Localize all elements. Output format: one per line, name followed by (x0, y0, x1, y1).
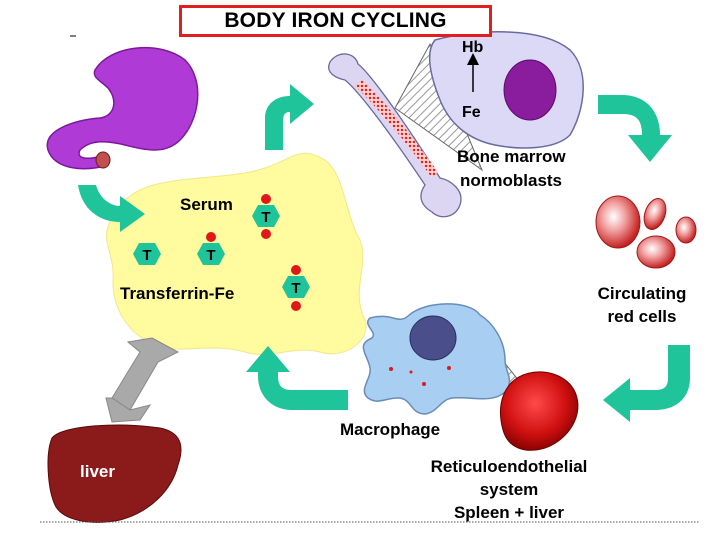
macrophage-label: Macrophage (340, 420, 440, 439)
transferrin-4: T (282, 265, 310, 311)
transferrin-1: T (252, 194, 280, 239)
hb-label: Hb (462, 39, 484, 56)
transferrin-symbol: T (291, 280, 300, 297)
red-cells (595, 195, 697, 269)
arrow-marrow-to-blood (598, 95, 672, 162)
macrophage-iron-particles (389, 366, 451, 386)
red-cell (675, 216, 697, 244)
transferrin-symbol: T (206, 247, 215, 264)
title-box: BODY IRON CYCLING (179, 5, 492, 37)
liver-label: liver (80, 462, 115, 481)
transferrin-2: T (133, 243, 161, 265)
normoblast-nucleus (503, 59, 557, 121)
bone-marrow-streak (355, 80, 438, 178)
stomach-shape (46, 47, 199, 170)
bone-marrow-label-line1: Bone marrow (457, 147, 566, 166)
transferrin-symbol: T (142, 247, 151, 264)
re-label-line1: Reticuloendothelial (431, 457, 588, 476)
bone (328, 53, 462, 218)
arrow-blood-to-re (603, 345, 690, 422)
arrow-serum-to-marrow (265, 84, 314, 150)
macrophage-nucleus (409, 315, 457, 361)
arrow-serum-liver (105, 337, 180, 423)
diagram-title: BODY IRON CYCLING (224, 9, 447, 32)
spleen (499, 371, 579, 451)
arrow-macrophage-to-serum (246, 346, 348, 410)
pylorus (95, 151, 111, 169)
arrow-stomach-to-serum (78, 185, 145, 232)
serum-blob (106, 152, 367, 355)
re-label-line3: Spleen + liver (454, 503, 564, 522)
serum-label: Serum (180, 195, 233, 214)
fe-label: Fe (462, 104, 481, 121)
red-cell (636, 235, 676, 269)
red-cell (643, 198, 667, 230)
fe-to-hb-arrowhead (467, 53, 479, 65)
transferrin-symbol: T (261, 209, 270, 226)
red-cell (595, 195, 641, 249)
transferrin-fe-label: Transferrin-Fe (120, 284, 234, 303)
circulating-label-line2: red cells (608, 307, 677, 326)
bone-marrow-label-line2: normoblasts (460, 171, 562, 190)
transferrin-3: T (197, 232, 225, 265)
liver (47, 424, 182, 523)
circulating-label-line1: Circulating (598, 284, 687, 303)
re-label-line2: system (480, 480, 539, 499)
transferrin-molecules: T T T T (133, 194, 310, 311)
